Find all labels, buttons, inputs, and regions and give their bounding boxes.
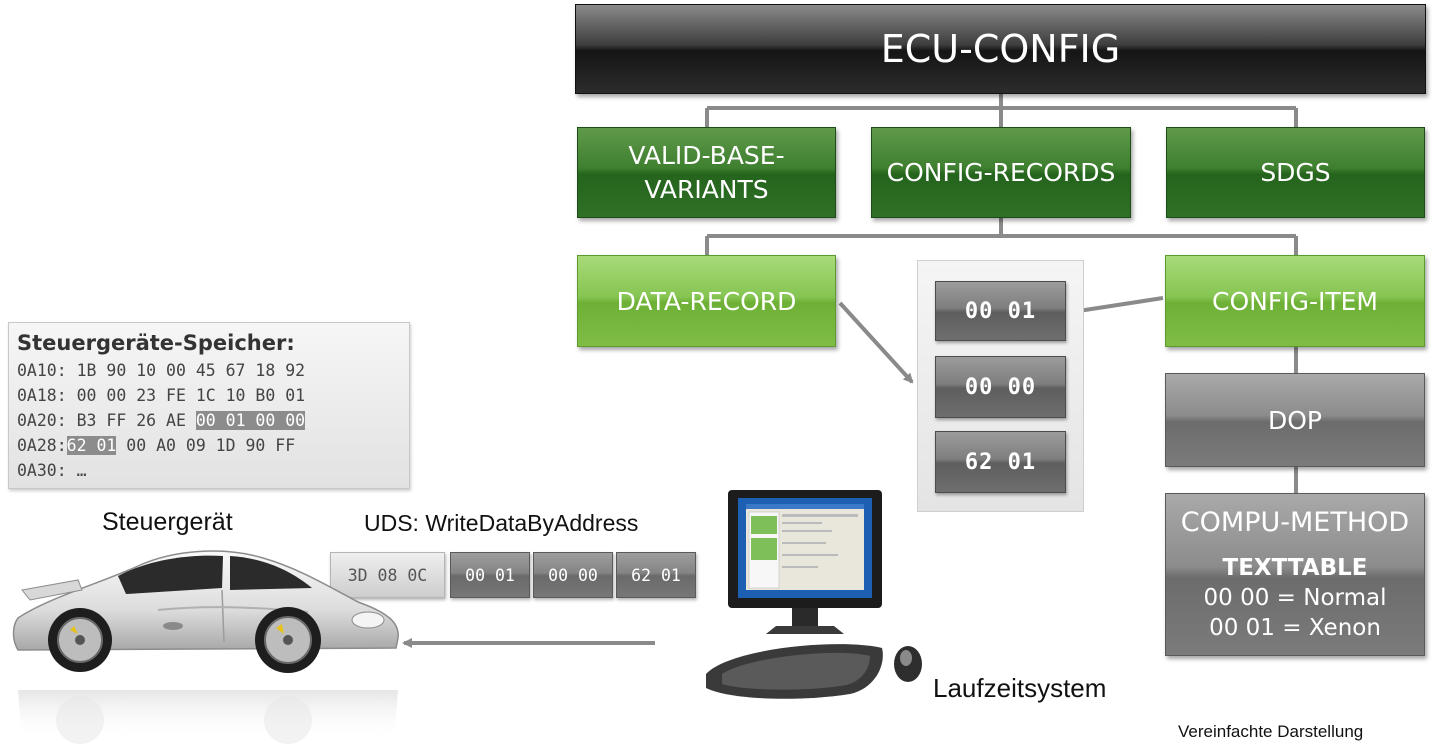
data-record-label: DATA-RECORD bbox=[616, 286, 797, 316]
desktop-computer-image bbox=[706, 490, 922, 699]
config-item-box: CONFIG-ITEM bbox=[1165, 255, 1425, 347]
uds-message-byte: 00 01 bbox=[450, 552, 530, 598]
memory-bytes: … bbox=[76, 461, 87, 480]
uds-message-header: 3D 08 0C bbox=[330, 552, 445, 598]
uds-service-label: UDS: WriteDataByAddress bbox=[364, 510, 639, 536]
memory-bytes: 00 A0 09 1D 90 FF bbox=[116, 436, 296, 455]
compu-method-box: COMPU-METHOD TEXTTABLE 00 00 = Normal 00… bbox=[1165, 493, 1425, 656]
runtime-system-label: Laufzeitsystem bbox=[933, 673, 1107, 703]
data-record-arrow bbox=[838, 301, 914, 384]
compu-method-entry: 00 01 = Xenon bbox=[1209, 615, 1381, 641]
uds-message-byte: 62 01 bbox=[616, 552, 696, 598]
sports-car-image bbox=[12, 550, 399, 744]
ecu-config-label: ECU-CONFIG bbox=[880, 27, 1121, 71]
memory-bytes: B3 FF 26 AE bbox=[76, 411, 196, 430]
valid-base-variants-label-line1: VALID-BASE- bbox=[628, 140, 785, 170]
config-item-arrow bbox=[1070, 296, 1164, 316]
rear-wheel bbox=[48, 608, 112, 672]
value-chip: 00 00 bbox=[935, 356, 1066, 418]
memory-row: 0A10: 1B 90 10 00 45 67 18 92 bbox=[17, 358, 409, 383]
config-records-box: CONFIG-RECORDS bbox=[871, 127, 1131, 218]
memory-address: 0A10: bbox=[17, 361, 67, 380]
memory-highlight: 00 01 00 00 bbox=[195, 411, 306, 430]
ecu-label: Steuergerät bbox=[102, 508, 233, 536]
memory-address: 0A18: bbox=[17, 386, 67, 405]
ecu-config-box: ECU-CONFIG bbox=[575, 4, 1426, 94]
sdgs-box: SDGS bbox=[1166, 127, 1425, 218]
memory-row: 0A20: B3 FF 26 AE 00 01 00 00 bbox=[17, 408, 409, 433]
ecu-memory-title: Steuergeräte-Speicher: bbox=[17, 331, 295, 355]
memory-address: 0A28: bbox=[17, 436, 67, 455]
valid-base-variants-box: VALID-BASE- VARIANTS bbox=[577, 127, 836, 218]
compu-method-entry: 00 00 = Normal bbox=[1203, 585, 1387, 611]
dop-box: DOP bbox=[1165, 373, 1425, 467]
ecu-memory-box: Steuergeräte-Speicher: 0A10: 1B 90 10 00… bbox=[8, 322, 410, 489]
memory-bytes: 1B 90 10 00 45 67 18 92 bbox=[76, 361, 306, 380]
value-chip: 62 01 bbox=[935, 431, 1066, 493]
memory-address: 0A20: bbox=[17, 411, 67, 430]
sdgs-label: SDGS bbox=[1260, 157, 1331, 187]
memory-bytes: 00 00 23 FE 1C 10 B0 01 bbox=[76, 386, 306, 405]
simplified-view-footnote: Vereinfachte Darstellung bbox=[1178, 722, 1364, 741]
front-wheel bbox=[255, 607, 321, 673]
config-item-label: CONFIG-ITEM bbox=[1212, 286, 1378, 316]
memory-address: 0A30: bbox=[17, 461, 67, 480]
memory-row: 0A30: … bbox=[17, 458, 409, 483]
memory-highlight: 62 01 bbox=[66, 436, 117, 455]
memory-row: 0A28:62 01 00 A0 09 1D 90 FF bbox=[17, 433, 409, 458]
config-records-label: CONFIG-RECORDS bbox=[886, 157, 1116, 187]
value-chip: 00 01 bbox=[935, 281, 1066, 341]
compu-method-title: COMPU-METHOD bbox=[1180, 507, 1410, 538]
data-record-box: DATA-RECORD bbox=[577, 255, 836, 347]
valid-base-variants-label-line2: VARIANTS bbox=[644, 174, 769, 204]
dop-label: DOP bbox=[1267, 405, 1322, 435]
memory-row: 0A18: 00 00 23 FE 1C 10 B0 01 bbox=[17, 383, 409, 408]
compu-method-category: TEXTTABLE bbox=[1222, 555, 1368, 581]
uds-message-byte: 00 00 bbox=[533, 552, 613, 598]
